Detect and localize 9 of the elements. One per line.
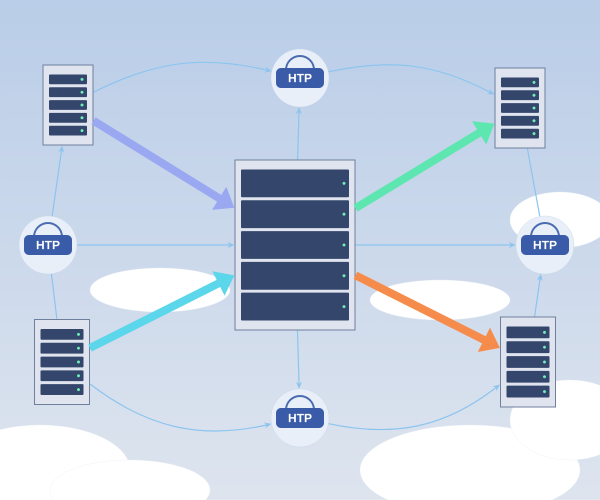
protocol-badge: HTP — [18, 216, 78, 274]
server-drawing — [42, 64, 94, 146]
protocol-badge: HTP — [270, 48, 330, 108]
protocol-badge: HTP — [516, 216, 574, 274]
protocol-badge: HTP — [270, 388, 330, 448]
server-drawing — [494, 68, 546, 148]
server-drawing — [234, 160, 356, 330]
server-drawing — [34, 318, 90, 405]
server-drawing — [500, 316, 556, 408]
